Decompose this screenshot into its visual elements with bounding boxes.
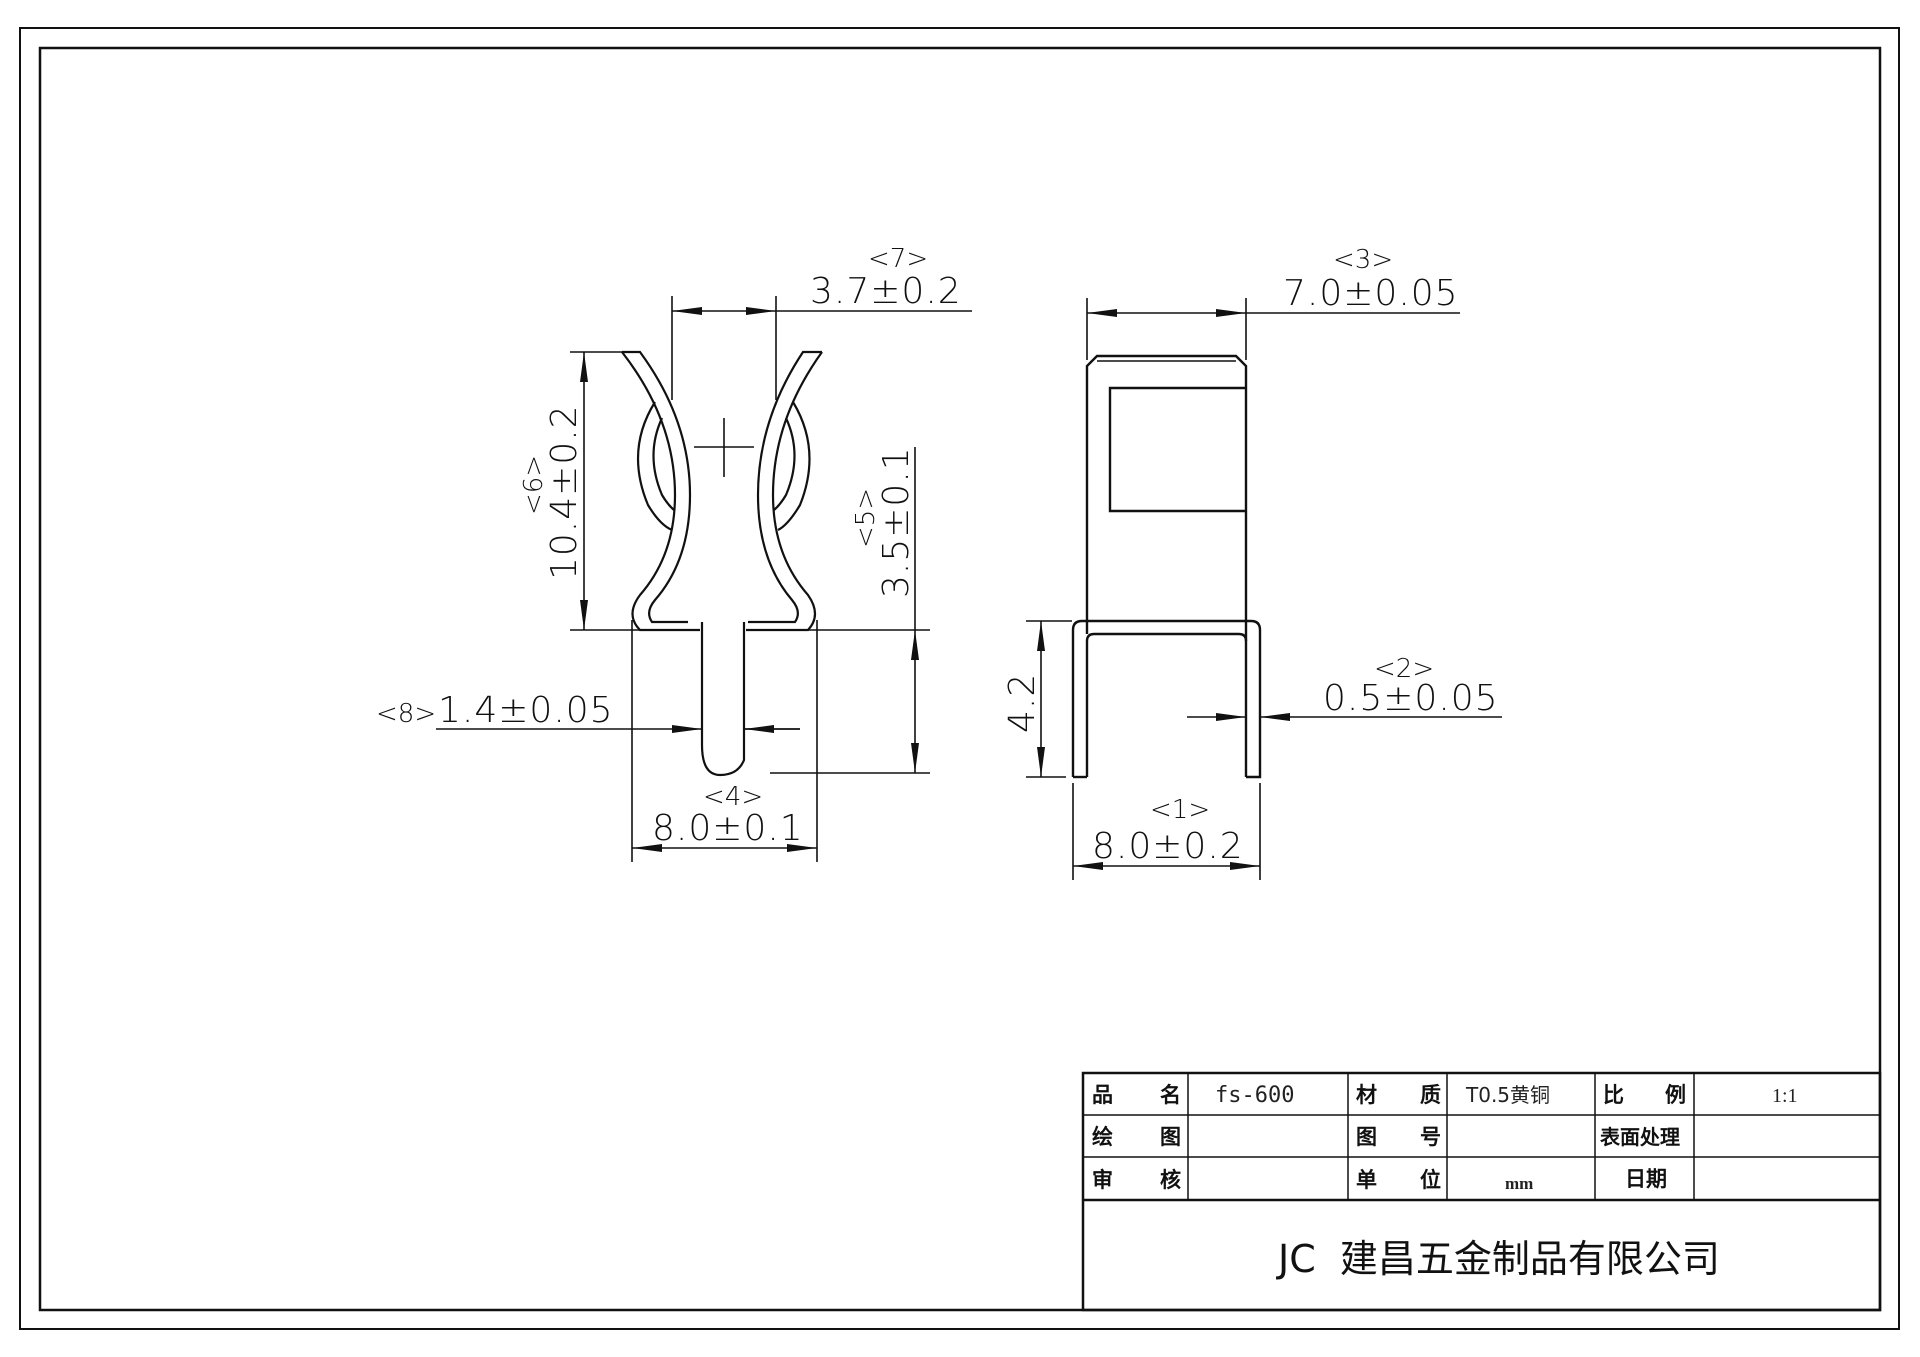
outer-border — [19, 27, 1900, 1330]
value-unit: mm — [1505, 1174, 1533, 1193]
label-material-1: 材 — [1356, 1083, 1377, 1107]
dim-8-tag: <8> — [376, 699, 436, 729]
value-material: T0.5黄铜 — [1465, 1083, 1550, 1107]
front-view-dimension-lines — [436, 296, 972, 862]
inner-border — [38, 46, 1882, 1312]
label-scale-1: 比 — [1603, 1083, 1624, 1107]
side-view-dimension-lines — [1026, 298, 1502, 880]
dim-7-value: 3.7±0.2 — [810, 271, 962, 312]
dim-5-tag: <5> — [851, 488, 881, 548]
side-view-labels: <3> 7.0±0.05 4.2 <2> 0.5±0.05 <1> 8.0±0.… — [1002, 245, 1499, 867]
label-product-name-2: 名 — [1160, 1083, 1181, 1107]
dim-h-value: 4.2 — [1002, 673, 1043, 733]
dim-8-value: 1.4±0.05 — [438, 690, 614, 731]
dim-1-tag: <1> — [1150, 795, 1210, 825]
label-drawn-by-1: 绘 — [1092, 1125, 1113, 1149]
dim-1-value: 8.0±0.2 — [1092, 826, 1244, 867]
dim-3-value: 7.0±0.05 — [1283, 273, 1459, 314]
label-reviewed-by-2: 核 — [1160, 1168, 1181, 1192]
label-unit-1: 单 — [1356, 1168, 1377, 1192]
dim-6-tag: <6> — [519, 455, 549, 515]
title-block: 品 名 fs-600 材 质 T0.5黄铜 比 例 1:1 绘 图 图 号 表面… — [1081, 1071, 1882, 1312]
label-date: 日期 — [1625, 1167, 1667, 1191]
front-view-labels: <7> 3.7±0.2 10.4±0.2 <6> 3.5±0.1 <5> <8>… — [376, 244, 962, 849]
label-drawing-no-2: 号 — [1420, 1125, 1441, 1149]
dim-2-tag: <2> — [1374, 654, 1434, 684]
label-material-2: 质 — [1420, 1083, 1441, 1107]
label-product-name-1: 品 — [1092, 1083, 1113, 1107]
value-scale: 1:1 — [1772, 1085, 1798, 1107]
dim-4-tag: <4> — [703, 782, 763, 812]
dim-2-value: 0.5±0.05 — [1323, 678, 1499, 719]
side-view-bracket — [1071, 354, 1262, 779]
label-drawn-by-2: 图 — [1160, 1125, 1181, 1149]
value-product-name: fs-600 — [1215, 1083, 1294, 1108]
dim-7-tag: <7> — [868, 244, 928, 274]
company-name: JC 建昌五金制品有限公司 — [1276, 1237, 1720, 1281]
dim-6-value: 10.4±0.2 — [544, 404, 585, 580]
dim-3-tag: <3> — [1333, 245, 1393, 275]
label-reviewed-by-1: 审 — [1092, 1168, 1113, 1192]
label-surface-treatment: 表面处理 — [1600, 1125, 1680, 1149]
dim-5-value: 3.5±0.1 — [876, 446, 917, 598]
front-view-clip — [621, 350, 823, 777]
label-unit-2: 位 — [1420, 1168, 1441, 1192]
label-drawing-no-1: 图 — [1356, 1125, 1377, 1149]
label-scale-2: 例 — [1665, 1083, 1686, 1107]
dim-4-value: 8.0±0.1 — [652, 808, 804, 849]
